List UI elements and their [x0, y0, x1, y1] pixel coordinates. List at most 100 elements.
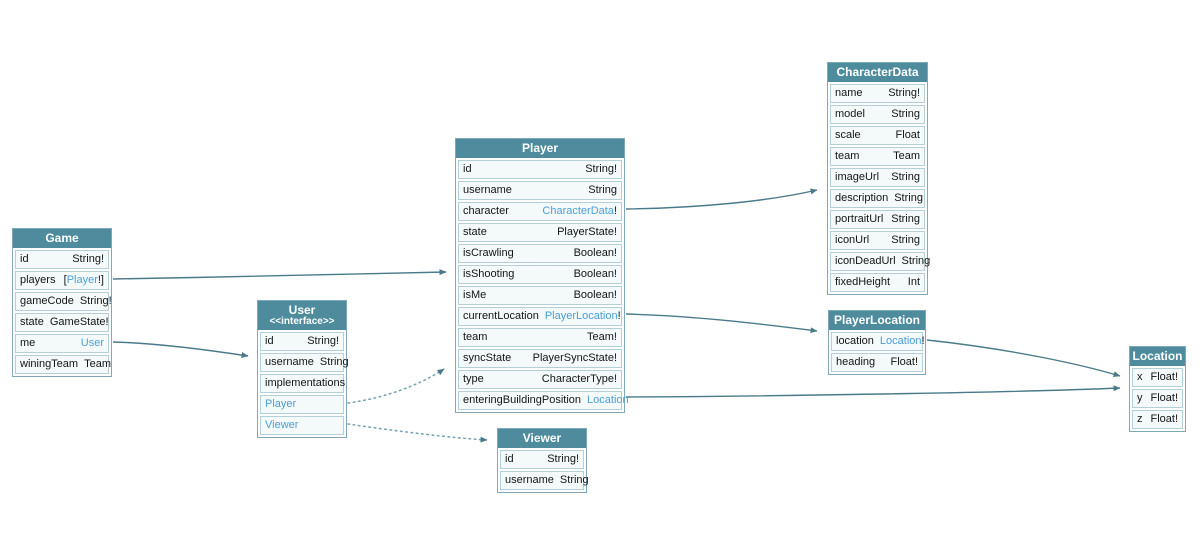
type-link[interactable]: Location — [879, 335, 922, 347]
field-name: team — [463, 331, 488, 343]
field-name: model — [835, 108, 865, 120]
type-link[interactable]: CharacterData — [542, 205, 614, 217]
type-text: String — [891, 213, 920, 225]
field-type: String! — [72, 252, 104, 267]
field-row-Game-players[interactable]: players[Player!] — [15, 271, 109, 290]
field-name: location — [836, 335, 874, 347]
field-name: id — [265, 335, 274, 347]
field-type: Team — [84, 357, 111, 372]
field-row-Game-id[interactable]: id String! — [15, 250, 109, 269]
node-title-User[interactable]: User<<interface>> — [258, 301, 346, 330]
type-text: !] — [97, 274, 104, 286]
edges-group — [112, 188, 1121, 443]
field-type: Float — [896, 128, 920, 143]
node-title-Location[interactable]: Location — [1130, 347, 1185, 366]
type-text: PlayerSyncState! — [532, 352, 617, 364]
field-name: portraitUrl — [835, 213, 884, 225]
field-type: Boolean! — [574, 246, 617, 261]
type-link[interactable]: Player — [66, 274, 98, 286]
type-text: String! — [585, 163, 617, 175]
type-text: Float! — [890, 356, 918, 368]
type-text: Float! — [1150, 392, 1178, 404]
field-name: z — [1137, 413, 1143, 425]
node-title-label: Player — [521, 141, 559, 155]
field-name: fixedHeight — [835, 276, 891, 288]
type-link[interactable]: Location — [587, 394, 629, 406]
type-text: Team! — [587, 331, 617, 343]
type-text: GameState! — [49, 316, 109, 328]
field-row-CharacterData-portraitUrl[interactable]: portraitUrl String — [830, 210, 925, 229]
field-name: enteringBuildingPosition — [463, 394, 582, 406]
field-type: CharacterType! — [542, 372, 617, 387]
field-row-Player-team[interactable]: team Team! — [458, 328, 622, 347]
node-title-Viewer[interactable]: Viewer — [498, 429, 586, 448]
edge-User.Player-to-Player — [347, 368, 445, 404]
node-title-Player[interactable]: Player — [456, 139, 624, 158]
field-row-Game-me[interactable]: me User — [15, 334, 109, 353]
node-title-PlayerLocation[interactable]: PlayerLocation — [829, 311, 925, 330]
field-type: String! — [547, 452, 579, 467]
field-row-User-Viewer[interactable]: Viewer — [260, 416, 344, 435]
node-title-label: PlayerLocation — [833, 313, 921, 327]
field-name: id — [20, 253, 29, 265]
field-row-Game-state[interactable]: state GameState! — [15, 313, 109, 332]
field-name: username — [265, 356, 314, 368]
type-text: [ — [63, 274, 67, 286]
node-title-CharacterData[interactable]: CharacterData — [828, 63, 927, 82]
field-row-User-Player[interactable]: Player — [260, 395, 344, 414]
field-type: Boolean! — [574, 267, 617, 282]
node-title-Game[interactable]: Game — [13, 229, 111, 248]
type-link[interactable]: PlayerLocation — [544, 310, 618, 322]
node-title-label: User — [288, 303, 316, 317]
field-type: Boolean! — [574, 288, 617, 303]
field-type: Float! — [890, 355, 918, 370]
type-link[interactable]: User — [80, 337, 104, 349]
field-type: PlayerLocation! — [545, 309, 621, 324]
node-title-label: Viewer — [522, 431, 562, 445]
field-type: CharacterData! — [542, 204, 617, 219]
node-subtitle-label: <<interface>> — [269, 316, 335, 327]
field-type: String — [894, 191, 923, 206]
field-name: me — [20, 337, 36, 349]
field-name: state — [20, 316, 44, 328]
type-text: String! — [547, 453, 579, 465]
field-type: String — [891, 170, 920, 185]
edge-Player.enteringBuildingPosition-to-Location — [625, 385, 1121, 398]
field-row-Player-enteringBuildingPosition[interactable]: enteringBuildingPosition Location — [458, 391, 629, 410]
edge-PlayerLocation.location-to-Location — [926, 339, 1121, 378]
